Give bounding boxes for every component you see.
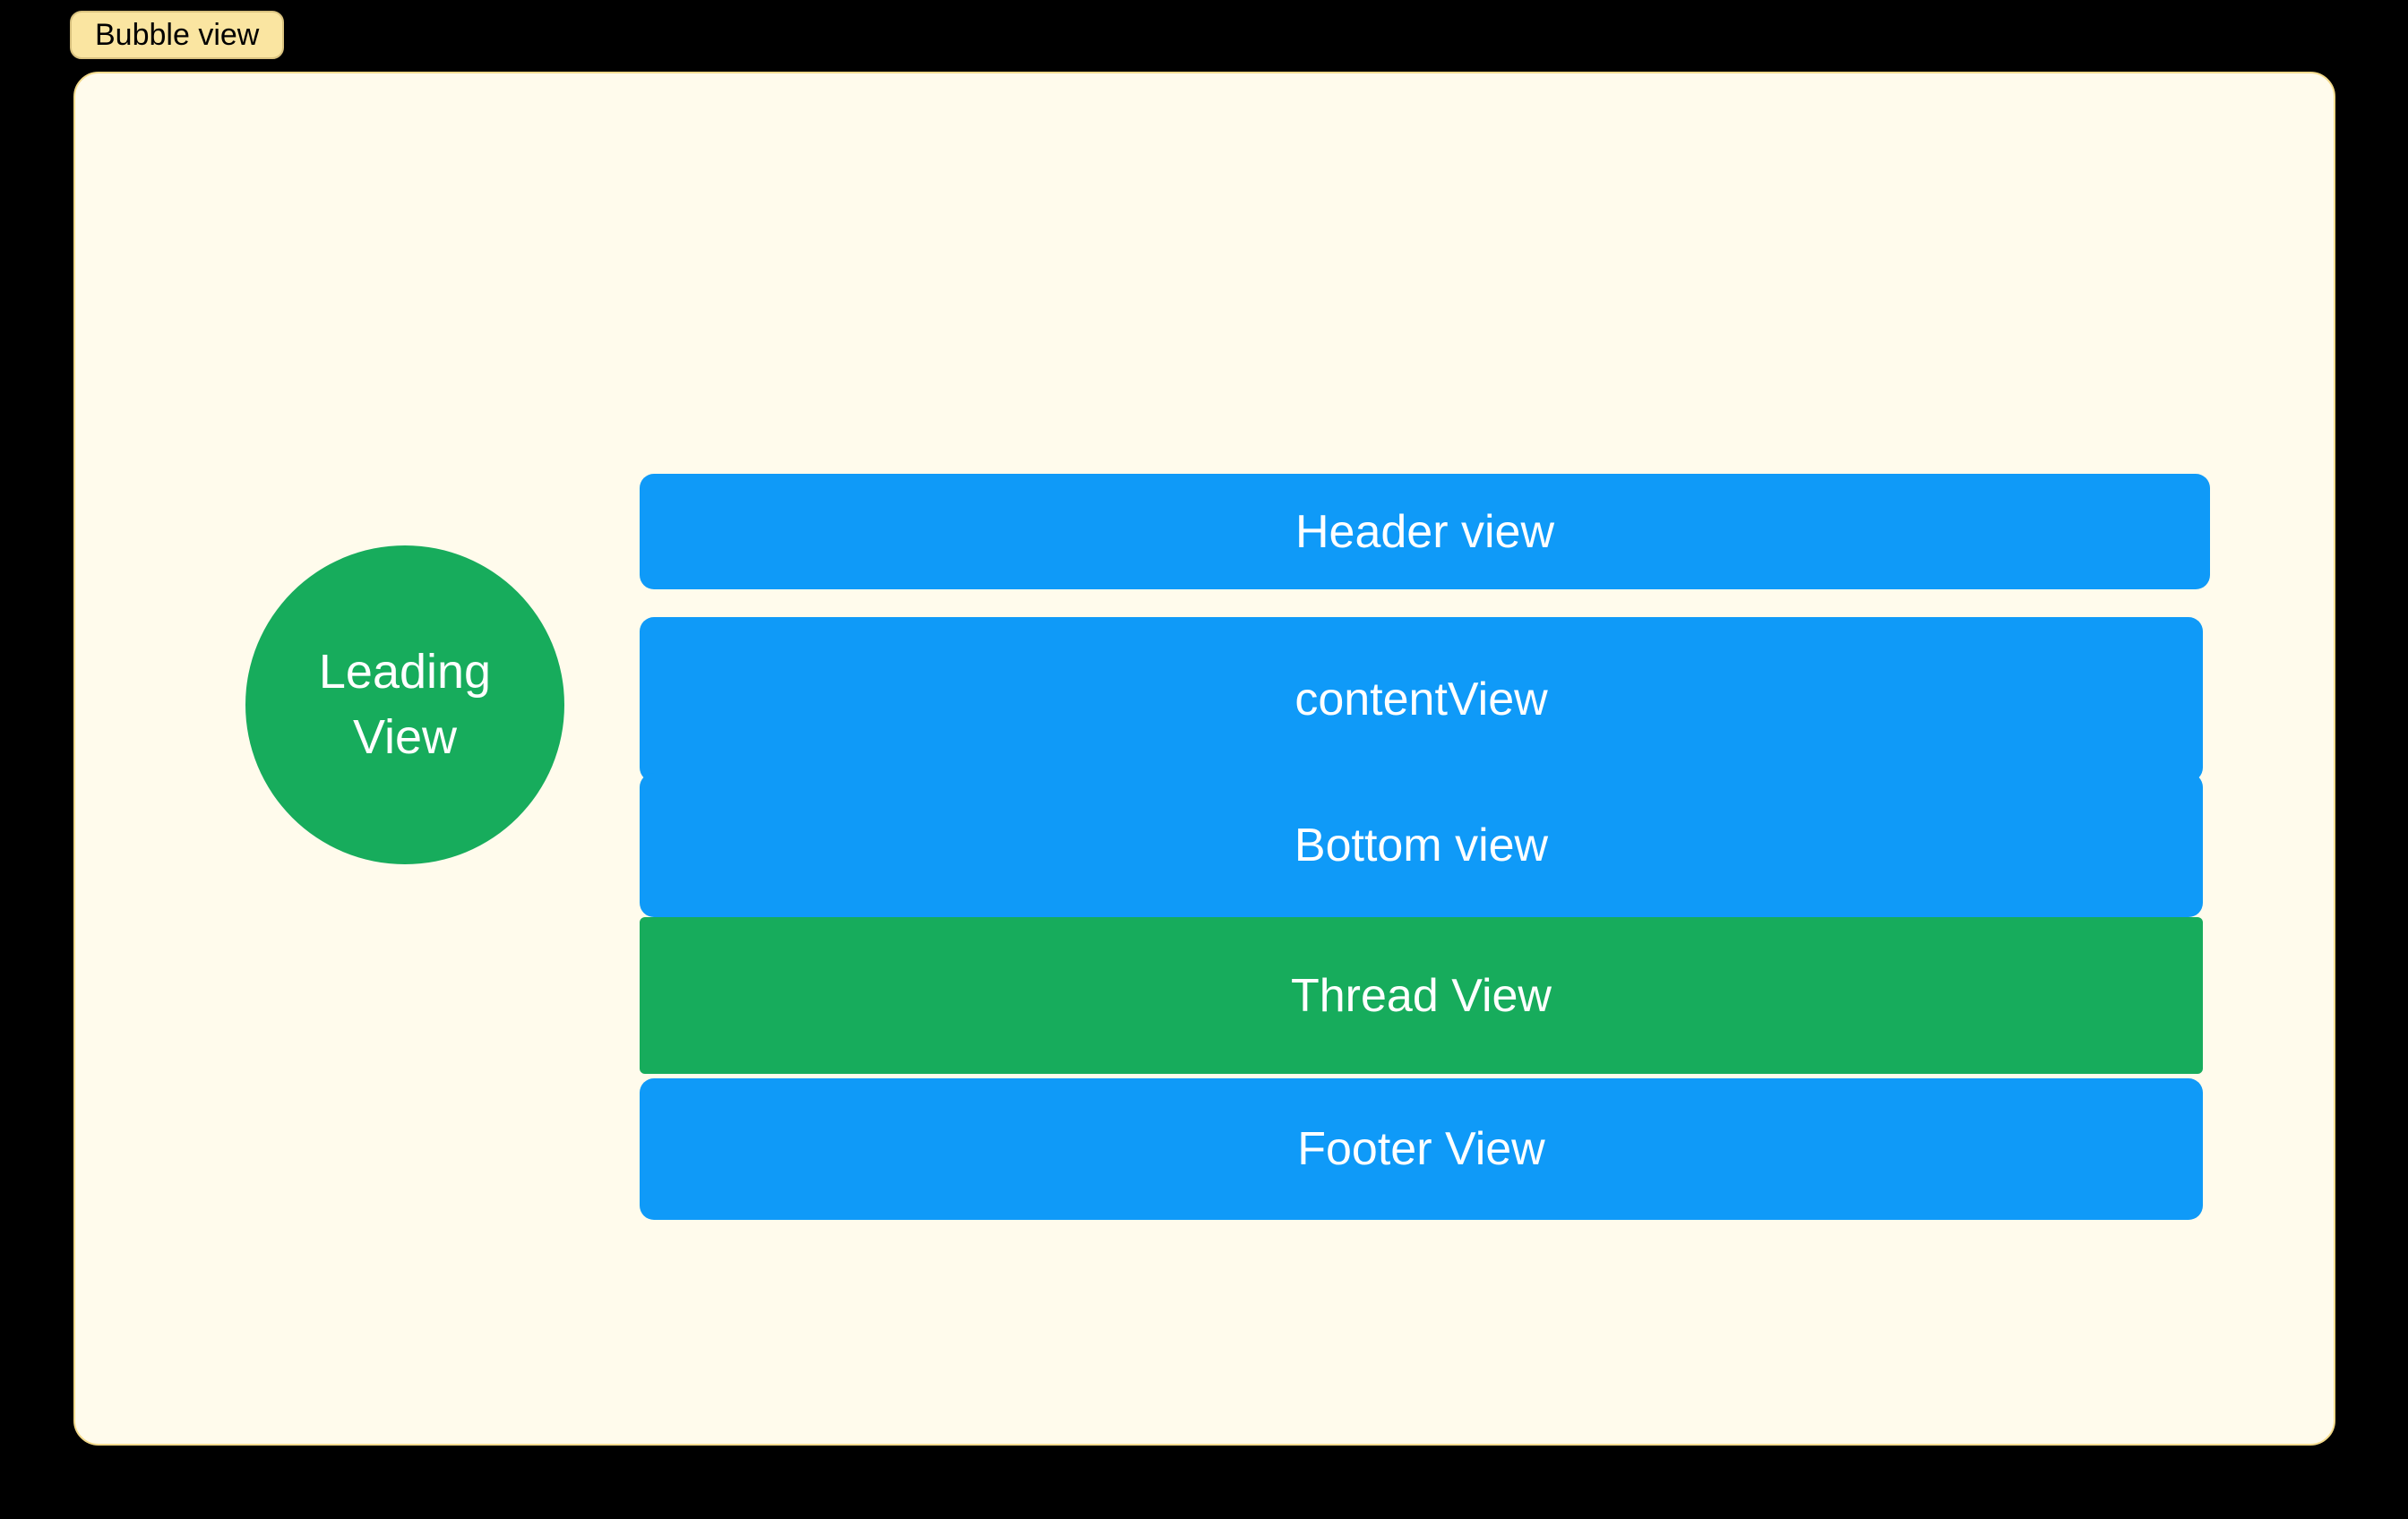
thread-view-bar: Thread View [640,917,2203,1074]
header-view-bar: Header view [640,474,2210,589]
bottom-view-bar: Bottom view [640,773,2203,917]
content-view-bar: contentView [640,617,2203,782]
leading-view-label-line1: Leading [318,645,492,699]
thread-view-label: Thread View [1291,969,1552,1022]
leading-view-label-line2: View [352,710,458,764]
view-stack: Header view contentView Bottom view Thre… [640,474,2210,1220]
footer-view-bar: Footer View [640,1078,2203,1220]
content-view-label: contentView [1294,674,1548,725]
header-view-label: Header view [1294,505,1555,558]
bubble-view-tag[interactable]: Bubble view [70,11,285,59]
preview-canvas: Leading View Header view contentView Bot… [73,72,2335,1446]
footer-view-label: Footer View [1297,1123,1545,1175]
bottom-view-label: Bottom view [1294,819,1549,871]
leading-view-circle: Leading View [245,545,564,864]
